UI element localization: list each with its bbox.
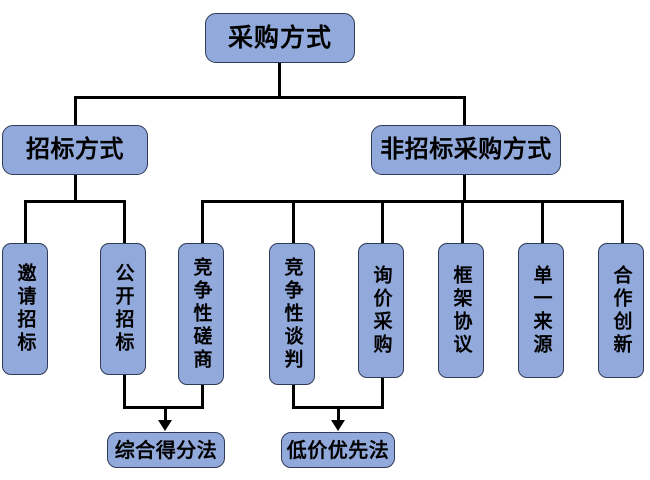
node-framework-agreement[interactable]: 框架协议 [438, 243, 484, 378]
node-root-procurement-method[interactable]: 采购方式 [205, 13, 355, 63]
node-invitation-bid[interactable]: 邀请招标 [2, 243, 48, 375]
node-bidding-method[interactable]: 招标方式 [2, 125, 148, 175]
node-inquiry-purchase[interactable]: 询价采购 [358, 243, 404, 378]
connector-bidding-bus [24, 200, 126, 203]
connector-to-lowprice-method [337, 406, 340, 422]
connector-negotiate-down [292, 385, 295, 408]
node-competitive-consultation[interactable]: 竞争性磋商 [178, 243, 224, 385]
connector-to-framework-agreement [461, 200, 464, 245]
arrowhead-lowprice-method [331, 420, 345, 431]
connector-to-level2-left [74, 96, 77, 126]
connector-nonbidding-bus [201, 200, 624, 203]
connector-to-score-method [164, 406, 167, 422]
connector-to-level2-right [463, 96, 466, 126]
connector-to-inquiry-purchase [381, 200, 384, 245]
connector-to-open-bid [123, 200, 126, 245]
connector-root-stem [278, 62, 281, 98]
connector-open-bid-down [123, 375, 126, 408]
connector-to-cooperative-innovation [621, 200, 624, 245]
node-single-source[interactable]: 单一来源 [518, 243, 564, 378]
connector-inquiry-down [381, 378, 384, 408]
connector-level2-bus [74, 96, 466, 99]
connector-consult-down [201, 385, 204, 408]
connector-nonbidding-stem [463, 175, 466, 202]
connector-score-method-bus [123, 406, 204, 409]
node-cooperative-innovation[interactable]: 合作创新 [598, 243, 644, 378]
node-low-price-priority-method[interactable]: 低价优先法 [281, 432, 395, 468]
connector-to-competitive-negotiate [292, 200, 295, 245]
connector-to-competitive-consult [201, 200, 204, 245]
node-competitive-negotiation[interactable]: 竞争性谈判 [269, 243, 315, 385]
node-comprehensive-score-method[interactable]: 综合得分法 [107, 432, 225, 468]
connector-to-single-source [541, 200, 544, 245]
node-open-bid[interactable]: 公开招标 [100, 243, 146, 375]
arrowhead-score-method [158, 420, 172, 431]
node-nonbidding-procurement-method[interactable]: 非招标采购方式 [371, 125, 561, 175]
connector-bidding-stem [74, 175, 77, 202]
connector-to-invite-bid [24, 200, 27, 245]
